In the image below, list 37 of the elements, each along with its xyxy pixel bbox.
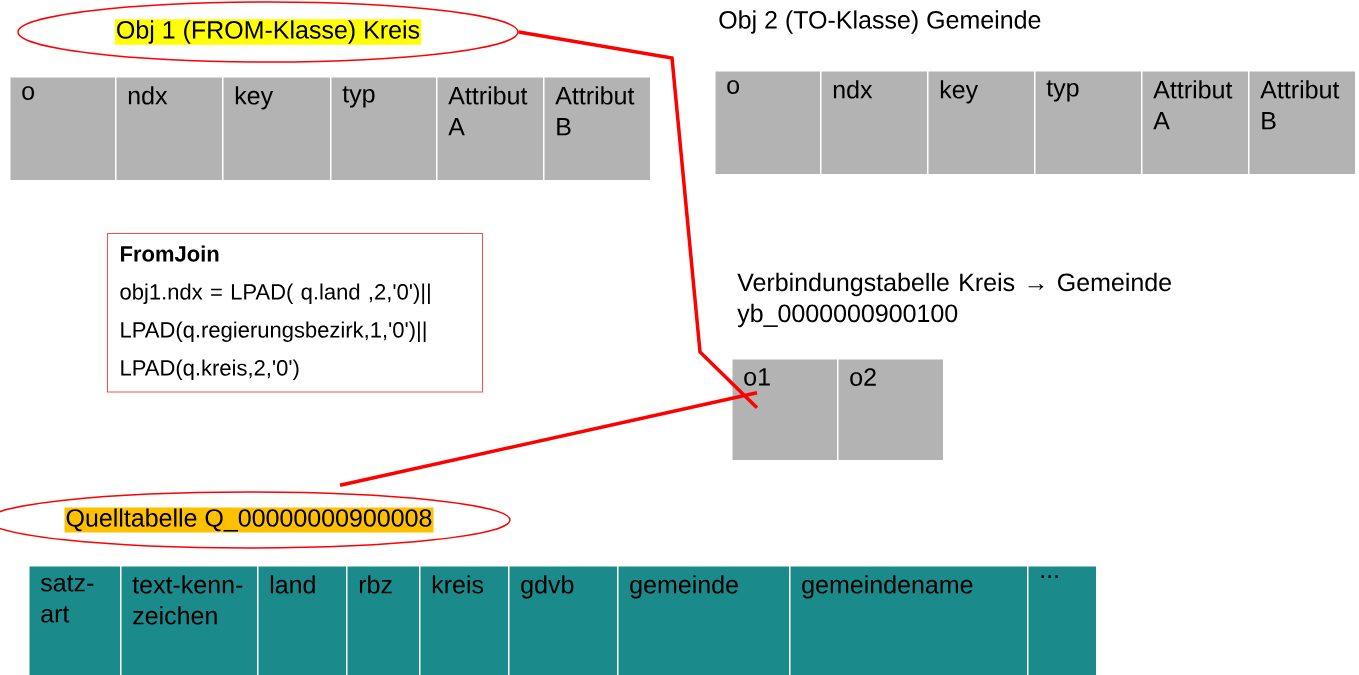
node-label: gemeindename: [802, 575, 973, 599]
table-cell: ndx: [115, 76, 224, 182]
table-cell: o1: [731, 358, 839, 462]
table-cell: satz-art: [28, 565, 122, 675]
table-cell: kreis: [419, 565, 510, 675]
connector-line: [518, 30, 759, 409]
table-cell: Attribut B: [543, 76, 652, 182]
table-cell: text-kenn-zeichen: [120, 565, 259, 675]
node-label: satz-art: [40, 575, 94, 623]
table-cell: ...: [1027, 565, 1098, 675]
table-cell: Attribut A: [1141, 70, 1250, 176]
table-cell: typ: [330, 76, 438, 182]
code-box: FromJoin obj1.ndx = LPAD( q.land ,2,'0')|| LPAD(q.regierungsbezirk,1,'0')|| LPAD(q.kreis,2,'0'): [107, 233, 483, 393]
table-title: Verbindungstabelle Kreis → Gemeinde yb_0000000900100: [737, 272, 1171, 328]
table-cell: rbz: [346, 565, 421, 675]
node-label: land: [270, 575, 315, 594]
table-cell: land: [257, 565, 348, 675]
table-cell: gdvb: [508, 565, 619, 675]
table-cell: key: [927, 70, 1036, 176]
table-cell: key: [222, 76, 332, 182]
table-cell: ndx: [820, 70, 929, 176]
table-title: Obj 2 (TO-Klasse) Gemeinde: [719, 10, 1041, 34]
highlighted-title: Obj 1 (FROM-Klasse) Kreis: [17, 1, 519, 63]
node-label: gemeinde: [630, 575, 738, 599]
node-label: rbz: [359, 575, 392, 594]
node-label: gdvb: [521, 575, 574, 599]
table-cell: o: [9, 76, 117, 182]
table-cell: typ: [1034, 70, 1143, 176]
connector-line: [339, 391, 758, 487]
node-label: kreis: [432, 575, 484, 594]
node-label: text-kenn-zeichen: [132, 575, 243, 625]
table-cell: Attribut B: [1248, 70, 1357, 176]
table-cell: o: [714, 70, 822, 176]
table-cell: gemeinde: [617, 565, 791, 675]
highlighted-title: Quelltabelle Q_00000000900008: [0, 491, 511, 549]
table-cell: o2: [837, 358, 945, 462]
table-cell: Attribut A: [436, 76, 545, 182]
